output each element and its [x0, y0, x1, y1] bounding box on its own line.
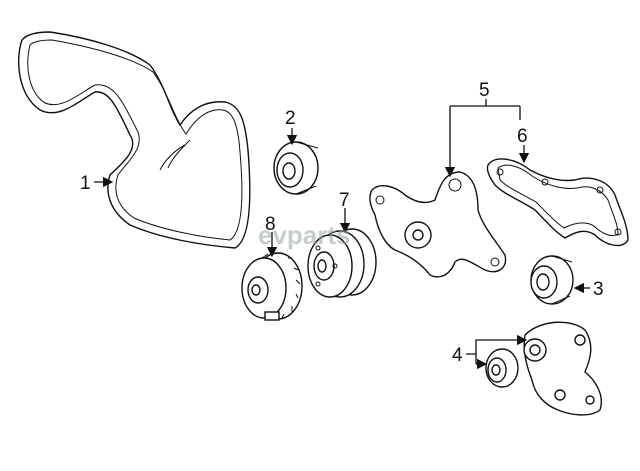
- callout-1: 1: [80, 173, 91, 194]
- callout-3: 3: [593, 279, 604, 300]
- water-pump[interactable]: [369, 171, 507, 278]
- fan-clutch[interactable]: [241, 252, 303, 321]
- callout-8: 8: [265, 214, 276, 235]
- water-pump-gasket[interactable]: [486, 158, 629, 247]
- tensioner-pulley[interactable]: [530, 255, 574, 305]
- callout-lines: [94, 99, 590, 370]
- callout-4: 4: [452, 345, 463, 366]
- idler-pulley[interactable]: [273, 141, 319, 195]
- watermark: evparts: [258, 220, 351, 250]
- callout-5: 5: [479, 80, 490, 101]
- callout-2: 2: [285, 108, 296, 129]
- callout-7: 7: [339, 190, 350, 211]
- crankshaft-pulley[interactable]: [307, 228, 377, 298]
- callout-6: 6: [517, 126, 528, 147]
- tensioner-assembly[interactable]: [485, 321, 602, 416]
- drive-belt[interactable]: [17, 31, 251, 249]
